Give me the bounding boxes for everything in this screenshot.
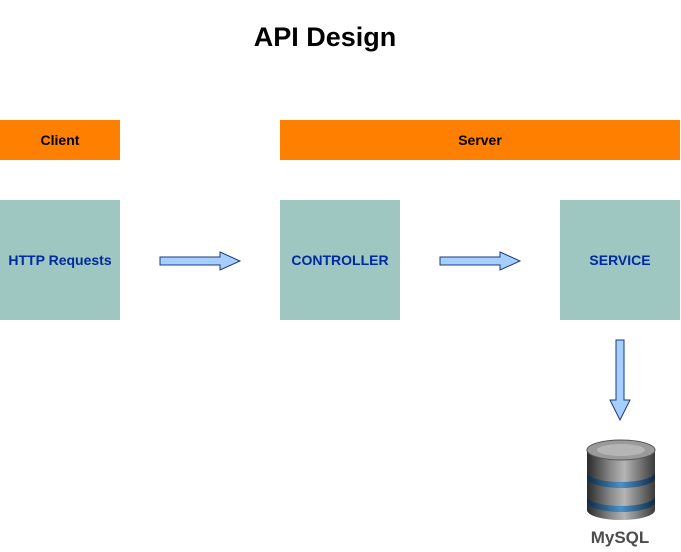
client-band: Client [0,120,120,160]
server-band: Server [280,120,680,160]
mysql-label: MySQL [590,528,650,547]
service-label: SERVICE [589,252,651,268]
diagram-title: API Design [253,22,397,52]
client-band-label: Client [40,132,80,148]
database-icon [586,439,656,520]
controller-label: CONTROLLER [291,252,389,268]
http-requests-label: HTTP Requests [8,252,112,268]
http-requests-box: HTTP Requests [0,200,120,320]
service-box: SERVICE [560,200,680,320]
arrow-right-icon [439,251,522,271]
server-band-label: Server [458,132,502,148]
arrow-down-icon [609,339,631,422]
arrow-right-icon [159,251,242,271]
controller-box: CONTROLLER [280,200,400,320]
